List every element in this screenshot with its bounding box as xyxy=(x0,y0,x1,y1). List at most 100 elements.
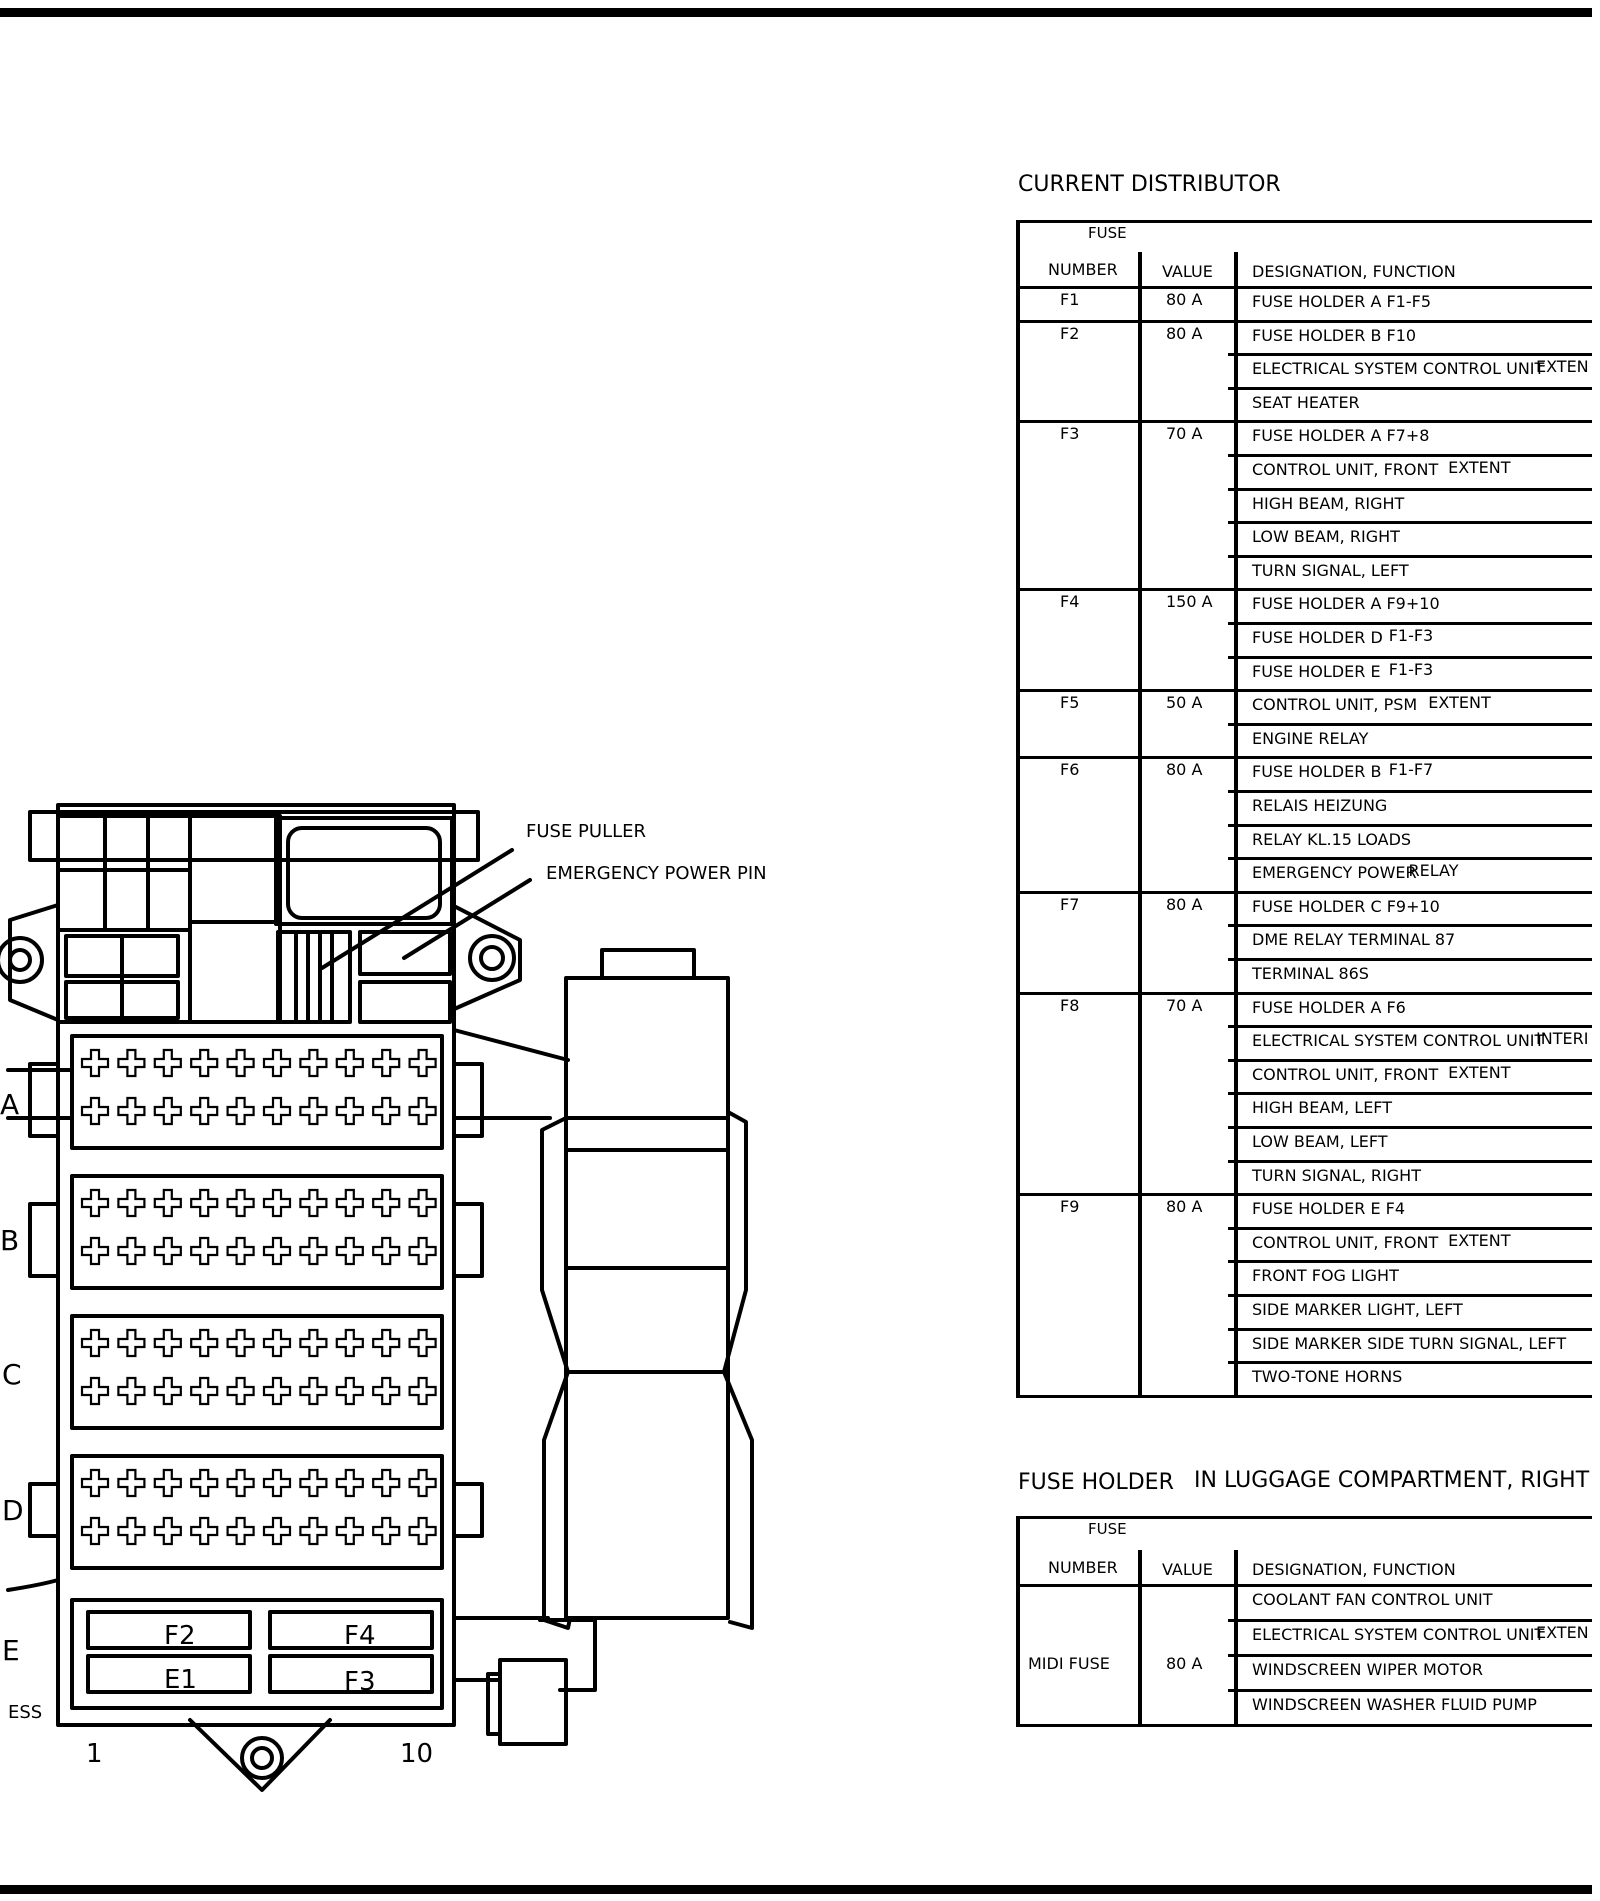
row-rule xyxy=(1016,1394,1592,1398)
designation-text: TWO-TONE HORNS xyxy=(1252,1367,1403,1387)
bottom-border xyxy=(0,1885,1592,1894)
row-rule xyxy=(1228,1126,1592,1129)
callout-emergency-power-pin: EMERGENCY POWER PIN xyxy=(546,863,767,884)
fuse-socket xyxy=(190,1048,219,1078)
designation-text: TURN SIGNAL, LEFT xyxy=(1252,560,1409,580)
fuse-socket xyxy=(408,1096,437,1126)
fuse-socket xyxy=(153,1376,182,1406)
fuse-socket xyxy=(408,1376,437,1406)
fuse-socket xyxy=(153,1236,182,1266)
fuse-socket-grid xyxy=(80,1048,437,1546)
row-rule xyxy=(1228,487,1592,491)
number-value-divider xyxy=(1138,252,1142,1395)
fuse-value: 150 A xyxy=(1166,592,1213,612)
designation-text: ENGINE RELAY xyxy=(1252,728,1369,748)
designation-text: FUSE HOLDER D xyxy=(1252,628,1383,647)
fuse-socket xyxy=(299,1236,328,1266)
designation-text: SIDE MARKER SIDE TURN SIGNAL, LEFT xyxy=(1252,1333,1567,1353)
row-rule xyxy=(1016,756,1592,760)
row-rule xyxy=(1016,1193,1592,1197)
fuse-socket xyxy=(80,1376,110,1406)
fuse-socket xyxy=(226,1188,255,1218)
fuse-slot-f4: F4 xyxy=(344,1621,376,1651)
outer-left-rule xyxy=(1016,220,1020,1395)
fuse-value: 70 A xyxy=(1166,995,1203,1015)
fuse-socket xyxy=(117,1188,146,1218)
row-label-e: E xyxy=(2,1634,20,1667)
row-rule xyxy=(1016,420,1592,424)
fuse-socket xyxy=(335,1376,364,1406)
row-rule xyxy=(1016,319,1592,323)
fuse-socket xyxy=(408,1236,437,1266)
designation-suffix: EXTEN xyxy=(1536,1623,1589,1642)
row-rule xyxy=(1228,655,1592,659)
row-rule xyxy=(1016,1724,1592,1727)
fuse-socket xyxy=(299,1188,328,1218)
row-rule xyxy=(1228,386,1592,390)
row-rule xyxy=(1016,991,1592,995)
fuse-socket xyxy=(226,1048,255,1078)
fuse-number: F4 xyxy=(1060,592,1080,612)
fuse-socket xyxy=(117,1096,146,1126)
fuse-socket xyxy=(226,1376,255,1406)
row-rule xyxy=(1016,890,1592,894)
fuse-socket xyxy=(372,1376,401,1406)
fuse-number: F8 xyxy=(1060,995,1080,1015)
designation-text: FUSE HOLDER E xyxy=(1252,661,1381,681)
designation-text: FUSE HOLDER A F1-F5 xyxy=(1252,292,1432,311)
row-rule xyxy=(1228,722,1592,726)
row-rule xyxy=(1228,1058,1592,1062)
designation-text: EMERGENCY POWER xyxy=(1252,863,1417,883)
fuse-socket xyxy=(80,1236,110,1266)
fuse-socket xyxy=(153,1468,182,1498)
row-rule xyxy=(1016,588,1592,592)
designation-suffix: F1-F3 xyxy=(1388,626,1434,645)
row-rule xyxy=(1228,1025,1592,1029)
fuse-socket xyxy=(262,1236,292,1266)
designation-text: LOW BEAM, LEFT xyxy=(1252,1132,1388,1151)
table-top-rule xyxy=(1016,1516,1592,1519)
fuse-socket xyxy=(190,1236,219,1266)
row-rule xyxy=(1228,1654,1592,1657)
row-rule xyxy=(1228,454,1592,457)
fuse-socket xyxy=(408,1468,437,1498)
fuse-number: F3 xyxy=(1060,424,1080,444)
designation-text: RELAIS HEIZUNG xyxy=(1252,796,1388,815)
designation-text: FUSE HOLDER C F9+10 xyxy=(1252,896,1440,916)
designation-text: TERMINAL 86S xyxy=(1252,964,1369,983)
designation-text: CONTROL UNIT, FRONT xyxy=(1252,1232,1439,1252)
fuse-socket xyxy=(226,1096,255,1126)
row-rule xyxy=(1228,353,1592,357)
fuse-socket xyxy=(117,1328,146,1358)
designation-suffix: F1-F7 xyxy=(1388,760,1434,780)
row-rule xyxy=(1228,1159,1592,1163)
fuse-socket xyxy=(262,1096,292,1126)
fuse-socket xyxy=(372,1328,401,1358)
fuse-socket xyxy=(117,1236,146,1266)
fuse-socket xyxy=(408,1516,437,1546)
designation-text: COOLANT FAN CONTROL UNIT xyxy=(1252,1590,1493,1609)
row-rule xyxy=(1228,1226,1592,1230)
fuse-socket xyxy=(190,1096,219,1126)
fuse-socket xyxy=(226,1328,255,1358)
fuse-socket xyxy=(299,1048,328,1078)
row-rule xyxy=(1228,823,1592,827)
fuse-socket xyxy=(190,1376,219,1406)
fuse-socket xyxy=(299,1516,328,1546)
fuse-socket xyxy=(372,1048,401,1078)
fuse-socket xyxy=(372,1096,401,1126)
designation-text: RELAY KL.15 LOADS xyxy=(1252,829,1412,849)
fuse-socket xyxy=(153,1516,182,1546)
fuse-value: 80 A xyxy=(1166,1654,1203,1673)
designation-text: HIGH BEAM, LEFT xyxy=(1252,1098,1392,1118)
fuse-holder-subtitle: IN LUGGAGE COMPARTMENT, RIGHT xyxy=(1194,1468,1590,1493)
fuse-socket xyxy=(372,1468,401,1498)
designation-text: CONTROL UNIT, PSM xyxy=(1252,695,1418,715)
fuse-socket xyxy=(299,1096,328,1126)
designation-text: FUSE HOLDER B xyxy=(1252,762,1382,782)
designation-text: WINDSCREEN WIPER MOTOR xyxy=(1252,1660,1483,1679)
row-rule xyxy=(1228,1689,1592,1692)
fuse-socket xyxy=(262,1188,292,1218)
fuse-socket xyxy=(372,1516,401,1546)
